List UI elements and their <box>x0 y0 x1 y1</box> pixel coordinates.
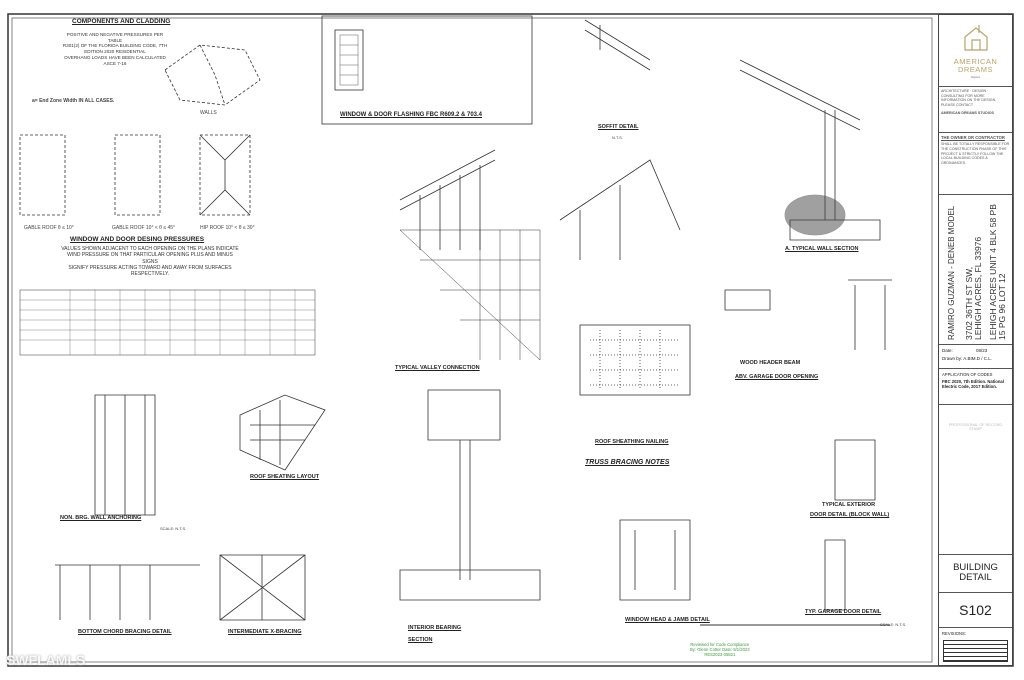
note-line: ASCE 7-16 <box>103 60 127 66</box>
logo-text: DREAMS <box>957 65 994 75</box>
non-brg-scale: SCALE: N.T.S. <box>160 526 187 531</box>
code-review-stamp: Reviewed for Code Compliance By: Glenn C… <box>690 642 750 657</box>
header-beam-title: WOOD HEADER BEAM <box>740 360 801 366</box>
watermark: SWFLAMLS <box>6 652 86 668</box>
end-zone-note: a= End Zone Width IN ALL CASES. <box>32 98 115 104</box>
note-line: TABLE <box>107 37 123 43</box>
non-brg-title: NON. BRG. WALL ANCHORING <box>60 515 142 521</box>
note-line: VALUES SHOWN ADJACENT TO EACH OPENING ON… <box>61 246 239 252</box>
stamp-line: By: Glenn Cotter Date: 9/1/2023 <box>690 647 750 653</box>
project-address: 3702 36TH ST SW, LEHIGH ACRES, FL 33976 <box>964 236 983 340</box>
customer-name: RAMIRO GUZMAN - DENEB MODEL <box>947 205 956 340</box>
revisions-label: REVISIONS: <box>942 631 966 636</box>
bottom-chord-title: BOTTOM CHORD BRACING DETAIL <box>78 629 172 635</box>
ext-door-title: TYPICAL EXTERIOR <box>822 502 876 508</box>
sheet-number: S102 <box>939 593 1012 628</box>
drawn-value: A.BIM.D / C.L. <box>963 356 993 361</box>
firm-info: ARCHITECTURE · DESIGN · CONSULTING FOR M… <box>939 87 1012 133</box>
project-info: RAMIRO GUZMAN - DENEB MODEL 3702 36TH ST… <box>939 195 1012 345</box>
note-line: EDITION 2020 RESIDENTIAL <box>84 49 146 55</box>
walls-label: WALLS <box>200 110 217 116</box>
note-line: WIND PRESSURE ON THAT PARTICULAR OPENING… <box>67 252 233 259</box>
soffit-scale: N.T.S. <box>612 135 623 140</box>
owner-heading: THE OWNER OR CONTRACTOR <box>941 135 1005 140</box>
sheet-title: BUILDING DETAIL <box>939 555 1012 593</box>
codes-value: FBC 2020, 7th Edition. National Electric… <box>942 379 1004 389</box>
note-line: OVERHANG LOADS HAVE BEEN CALCULATED <box>64 54 166 60</box>
roof-gable-low: GABLE ROOF θ ≤ 10° <box>24 225 74 231</box>
logo-sub: Naples <box>970 74 981 79</box>
roof-hip: HIP ROOF 10° < θ ≤ 30° <box>200 225 255 231</box>
legal-line: 15 PG 96 LOT 12 <box>996 273 1007 340</box>
interior-bearing-title: INTERIOR BEARING <box>408 625 462 631</box>
note-line: RESPECTIVELY. <box>130 271 170 277</box>
header-beam-sub: ABV. GARAGE DOOR OPENING <box>735 374 819 380</box>
garage-door-scale: SCALE: N.T.S. <box>880 622 907 627</box>
note-line: R301(2) OF THE FLORIDA BUILDING CODE, 7T… <box>62 43 168 49</box>
stamp-line: RES2023-05821 <box>704 652 736 658</box>
valley-title: TYPICAL VALLEY CONNECTION <box>395 365 480 371</box>
wall-section-title: A. TYPICAL WALL SECTION <box>785 246 859 252</box>
codes-info: APPLICATION OF CODES FBC 2020, 7th Editi… <box>939 369 1012 405</box>
interior-bearing-sub: SECTION <box>408 637 433 643</box>
sheathing-nailing-title: ROOF SHEATHING NAILING <box>595 439 669 445</box>
codes-heading: APPLICATION OF CODES <box>942 372 993 377</box>
stamp-line: Reviewed for Code Compliance <box>690 642 750 647</box>
stamp-area: PROFESSIONAL OF RECORD STAMP <box>939 405 1012 555</box>
x-bracing-title: INTERMEDIATE X-BRACING <box>228 629 302 635</box>
date-info: Date: 08/23 Drawn by: A.BIM.D / C.L. <box>939 345 1012 369</box>
roof-gable-mid: GABLE ROOF 10° < θ ≤ 45° <box>112 225 176 231</box>
truss-notes-title: TRUSS BRACING NOTES <box>585 459 670 466</box>
window-head-title: WINDOW HEAD & JAMB DETAIL <box>625 617 710 623</box>
house-logo-icon <box>963 25 988 51</box>
legal-description: LEHIGH ACRES UNIT 4 BLK 58 PB 15 PG 96 L… <box>988 204 1007 340</box>
stamp-area-label: PROFESSIONAL OF RECORD STAMP <box>948 423 1003 431</box>
note-line: POSITIVE AND NEGATIVE PRESSURES PER <box>66 32 164 37</box>
sheating-layout-title: ROOF SHEATING LAYOUT <box>250 474 320 480</box>
firm-name: AMERICAN DREAMS STUDIOS <box>941 110 994 115</box>
logo: AMERICAN DREAMS Naples <box>939 15 1012 87</box>
owner-info: THE OWNER OR CONTRACTOR SHALL BE TOTALLY… <box>939 133 1012 195</box>
drawn-label: Drawn by: <box>942 356 963 361</box>
owner-note: SHALL BE TOTALLY RESPONSIBLE FOR THE CON… <box>941 142 1010 166</box>
flashing-title: WINDOW & DOOR FLASHING FBC R609.2 & 703.… <box>340 112 483 118</box>
date-value: 08/23 <box>976 348 988 353</box>
note-line: SIGNS <box>142 258 158 265</box>
address-line: LEHIGH ACRES, FL 33976 <box>972 236 983 340</box>
date-label: Date: <box>942 348 953 353</box>
soffit-title: SOFFIT DETAIL <box>598 124 639 130</box>
components-title: COMPONENTS AND CLADDING <box>72 18 171 25</box>
pressures-note: VALUES SHOWN ADJACENT TO EACH OPENING ON… <box>30 246 270 277</box>
components-note: POSITIVE AND NEGATIVE PRESSURES PER TABL… <box>40 32 190 66</box>
revisions-table <box>943 640 1008 662</box>
pressures-title: WINDOW AND DOOR DESING PRESSURES <box>70 236 205 243</box>
ext-door-sub: DOOR DETAIL (BLOCK WALL) <box>810 512 890 518</box>
logo-text: AMERICAN <box>953 57 998 66</box>
firm-note: ARCHITECTURE · DESIGN · CONSULTING FOR M… <box>941 89 997 108</box>
garage-door-title: TYP. GARAGE DOOR DETAIL <box>805 609 882 615</box>
note-line: SIGNIFY PRESSURE ACTING TOWARD AND AWAY … <box>68 264 232 271</box>
title-block: AMERICAN DREAMS Naples ARCHITECTURE · DE… <box>938 14 1013 666</box>
